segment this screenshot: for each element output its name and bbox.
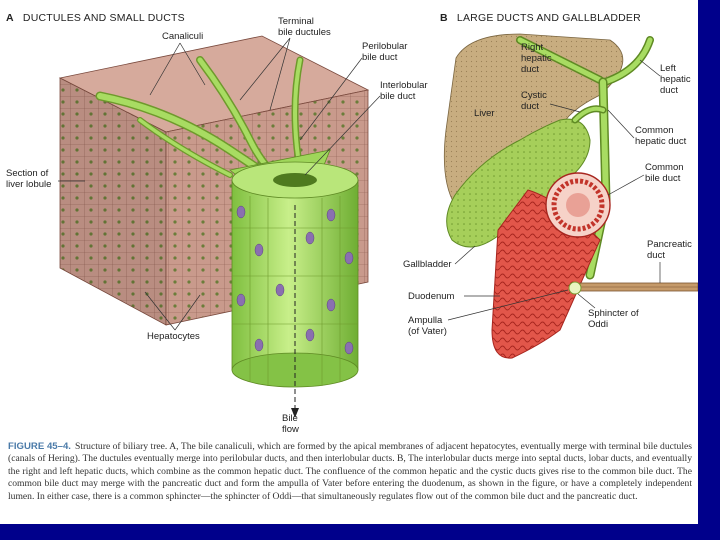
label-common-hepatic-2: hepatic duct [635,136,687,147]
label-left-2: hepatic [660,74,691,85]
label-common-bile-1: Common [645,162,684,173]
label-hepatocytes: Hepatocytes [147,331,200,342]
label-ampulla-1: Ampulla [408,315,443,326]
label-gallbladder: Gallbladder [403,259,452,270]
ampulla-of-vater [568,281,582,295]
label-pancreatic-2: duct [647,250,665,261]
label-left-3: duct [660,85,678,96]
label-perilobular-1: Perilobular [362,41,407,52]
label-flow: flow [282,424,299,435]
label-ampulla-2: (of Vater) [408,326,447,337]
bile-flow-arrow [291,408,299,418]
label-interlobular-1: Interlobular [380,80,428,91]
duct-cell-nuclei [236,205,354,355]
label-sphincter-1: Sphincter of [588,308,639,319]
interlobular-bile-duct [231,161,359,418]
panel-a: A DUCTULES AND SMALL DUCTS [6,12,428,435]
label-left-1: Left [660,63,676,74]
label-cystic-2: duct [521,101,539,112]
panel-b-title: B LARGE DUCTS AND GALLBLADDER [440,12,641,24]
label-interlobular-2: bile duct [380,91,416,102]
figure-caption: FIGURE 45–4.Structure of biliary tree. A… [8,441,692,503]
label-pancreatic-1: Pancreatic [647,239,692,250]
duodenum [491,172,611,359]
gallbladder [446,118,591,248]
panel-b: B LARGE DUCTS AND GALLBLADDER [403,12,698,359]
label-common-bile-2: bile duct [645,173,681,184]
label-liver: Liver [474,108,495,119]
label-section-1: Section of [6,168,49,179]
label-common-hepatic-1: Common [635,125,674,136]
label-right-3: duct [521,64,539,75]
pancreatic-duct [579,282,698,292]
label-right-1: Right [521,42,544,53]
biliary-tree-figure: A DUCTULES AND SMALL DUCTS [6,12,698,435]
label-sphincter-2: Oddi [588,319,608,330]
label-canaliculi: Canaliculi [162,31,203,42]
label-terminal-2: bile ductules [278,27,331,38]
label-perilobular-2: bile duct [362,52,398,63]
figure-caption-text: Structure of biliary tree. A, The bile c… [8,441,692,502]
figure-label: FIGURE 45–4. [8,441,71,452]
label-cystic-1: Cystic [521,90,547,101]
label-right-2: hepatic [521,53,552,64]
label-bile: Bile [282,413,298,424]
label-duodenum: Duodenum [408,291,455,302]
label-section-2: liver lobule [6,179,51,190]
panel-a-title: A DUCTULES AND SMALL DUCTS [6,12,185,24]
label-terminal-1: Terminal [278,16,314,27]
